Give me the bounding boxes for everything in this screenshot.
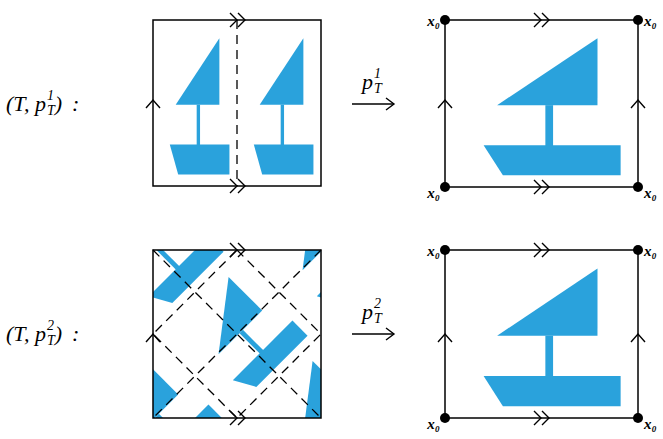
index-stack: 2T [47,319,55,348]
index-stack: 2T [374,297,382,326]
edge-marks [146,13,645,425]
dashed-line [236,20,237,186]
math-text: (T, p [6,323,46,345]
square [153,250,321,418]
subscript: T [47,334,55,349]
boat [484,268,621,406]
math-text: p [362,71,373,93]
point-label: x₀ [644,244,657,259]
point-label: x₀ [427,244,440,259]
point-label: x₀ [427,186,440,201]
math-label: p2T [362,297,382,326]
boat [254,38,314,174]
map-arrow [352,98,394,340]
math-label: p1T [362,67,382,96]
index-stack: 1T [374,67,382,96]
math-text: (T, p [6,93,46,115]
superscript: 1 [47,89,54,104]
superscript: 2 [374,297,381,312]
base-points [440,15,643,423]
point-label: x₀ [427,14,440,29]
subscript: T [374,82,382,97]
square [445,20,638,187]
subscript: T [47,104,55,119]
math-text: ) [55,323,62,345]
boat [170,38,230,174]
math-text: p [362,301,373,323]
math-text: : [72,323,79,345]
square [445,250,638,418]
boat-tiling [153,250,321,418]
superscript: 1 [374,67,381,82]
subscript: T [374,312,382,327]
point-label: x₀ [427,417,440,432]
superscript: 2 [47,319,54,334]
boat [484,38,621,175]
math-label: (T, p2T): [6,319,79,348]
math-label: (T, p1T): [6,89,79,118]
square [153,20,321,186]
point-label: x₀ [644,14,657,29]
point-label: x₀ [644,417,657,432]
math-text: : [72,93,79,115]
dashed-lines [153,250,321,418]
index-stack: 1T [47,89,55,118]
math-text: ) [55,93,62,115]
point-label: x₀ [644,186,657,201]
